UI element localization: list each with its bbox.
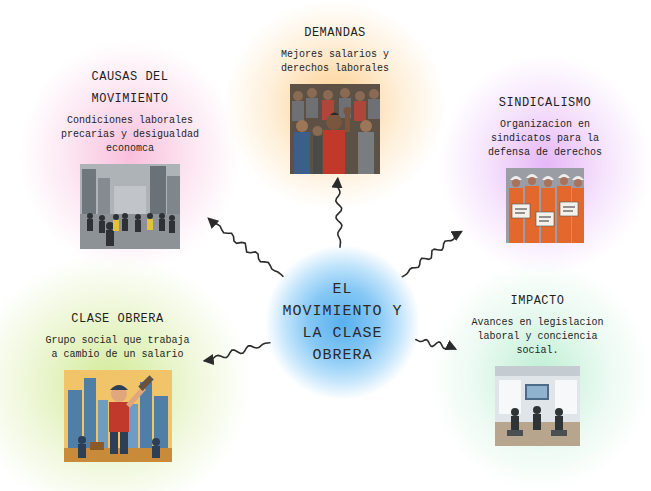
node-description: Avances en legislacion laboral y concien…: [468, 316, 608, 358]
squiggle-arrow: [402, 232, 461, 277]
node-heading: CAUSAS DEL MOVIMIENTO: [74, 66, 186, 110]
working-class-node: CLASE OBRERA Grupo social que trabaja a c…: [35, 308, 200, 462]
demand-node: DEMANDAS Mejores salarios y derechos labo…: [255, 22, 415, 174]
squiggle-arrow: [209, 219, 283, 276]
crowd-illustration: [290, 84, 380, 174]
meeting-room-illustration: [495, 366, 580, 446]
central-circle: EL MOVIMIENTO Y LA CLASE OBRERA: [265, 245, 420, 400]
node-description: Mejores salarios y derechos laborales: [273, 48, 398, 76]
union-workers-illustration: [506, 168, 584, 243]
squiggle-arrow: [416, 340, 455, 349]
central-title: EL MOVIMIENTO Y LA CLASE OBRERA: [281, 279, 405, 367]
node-description: Organizacion en sindicatos para la defen…: [478, 118, 613, 160]
cause-node: CAUSAS DEL MOVIMIENTOCondiciones laboral…: [55, 66, 205, 249]
node-description: Grupo social que trabaja a cambio de un …: [40, 334, 195, 362]
squiggle-arrow: [336, 179, 342, 247]
node-description: Condiciones laborales precarias y desigu…: [55, 114, 205, 156]
union-node: SINDICALISMO Organizacion en sindicatos p…: [465, 92, 625, 243]
protest-street-illustration: [80, 164, 180, 249]
squiggle-arrow: [205, 343, 270, 361]
impact-node: IMPACTO Avances en legislacion laboral y …: [460, 290, 615, 446]
node-heading: CLASE OBRERA: [35, 308, 200, 330]
node-heading: IMPACTO: [460, 290, 615, 312]
node-heading: DEMANDAS: [255, 22, 415, 44]
worker-poster-illustration: [64, 370, 172, 462]
node-heading: SINDICALISMO: [465, 92, 625, 114]
